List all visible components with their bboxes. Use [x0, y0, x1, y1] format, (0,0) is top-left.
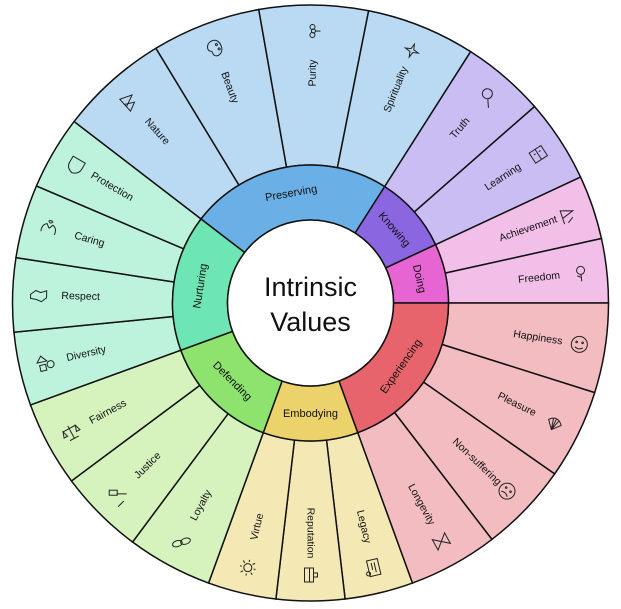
- certificate-icon: [365, 557, 382, 578]
- shell-icon: [548, 417, 562, 431]
- center-title-line-1: Intrinsic: [264, 272, 357, 302]
- shapes-icon: [36, 355, 55, 373]
- value-label-purity: Purity: [307, 59, 319, 87]
- shield-icon: [68, 155, 86, 174]
- center-title-line-2: Values: [270, 307, 351, 337]
- rose-icon: [576, 265, 586, 282]
- flag-icon: [559, 210, 575, 225]
- hands-icon: [40, 220, 56, 236]
- value-label-reputation: Reputation: [305, 508, 317, 559]
- pedestal-icon: [304, 567, 318, 583]
- hourglass-icon: [431, 531, 452, 552]
- sparkle-icon: [403, 42, 421, 59]
- value-label-respect: Respect: [61, 290, 100, 303]
- book-icon: [528, 144, 549, 164]
- palette-icon: [206, 39, 223, 57]
- flower-icon: [309, 24, 321, 39]
- scales-icon: [62, 423, 81, 442]
- trees-icon: [118, 94, 136, 113]
- center-circle: [226, 219, 395, 387]
- gavel-icon: [108, 489, 127, 508]
- smile-icon: [570, 335, 588, 353]
- inner-ring: PreservingKnowingDoingExperiencingEmbody…: [171, 164, 450, 442]
- value-label-freedom: Freedom: [518, 269, 561, 286]
- sun-icon: [239, 559, 256, 576]
- category-label-embodying: Embodying: [283, 408, 338, 420]
- handshake-icon: [30, 289, 48, 303]
- magnifier-icon: [481, 88, 493, 108]
- chain-icon: [171, 537, 191, 548]
- frown-icon: [498, 482, 516, 500]
